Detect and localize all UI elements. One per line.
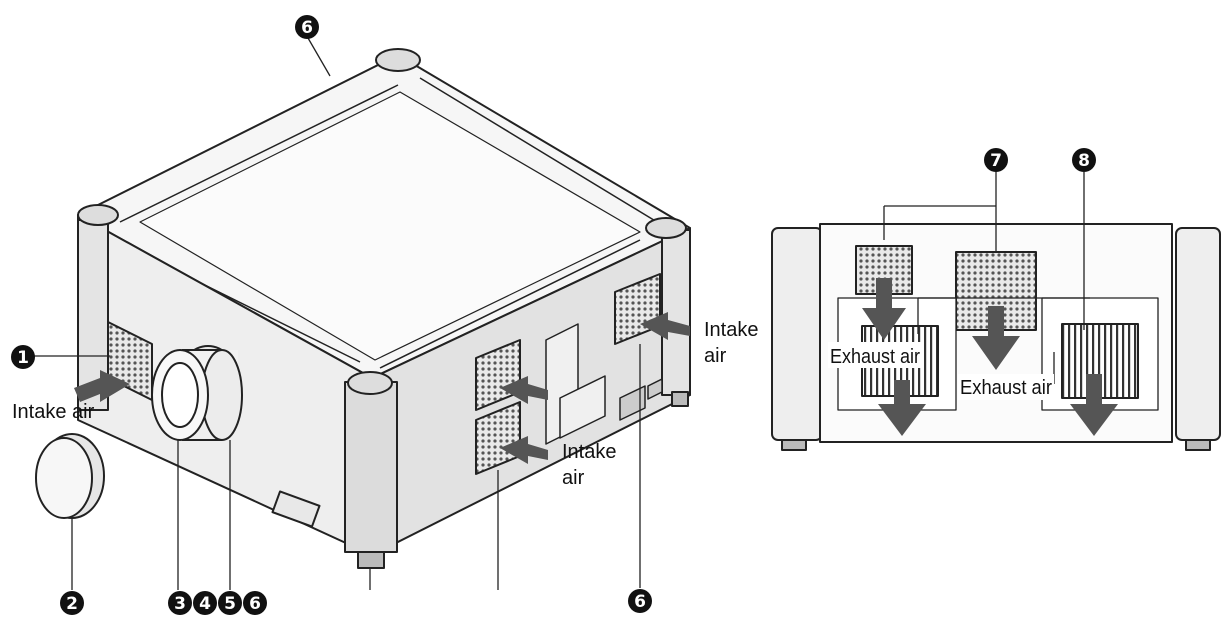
exhaust-arrow-center	[972, 306, 1020, 370]
svg-text:3: 3	[174, 594, 186, 614]
leader-lines-rear-view	[883, 170, 1090, 384]
label-intake-left: Intake air	[12, 401, 95, 423]
label-intake-right-line1: Intake	[704, 319, 758, 341]
svg-text:8: 8	[1078, 151, 1090, 171]
rear-foot-left	[781, 439, 807, 451]
exhaust-arrows-rear-view	[862, 278, 1118, 436]
intake-arrow-left	[74, 370, 130, 402]
svg-text:2: 2	[66, 594, 78, 614]
projector-isometric-view	[35, 48, 691, 569]
label-intake-mid-line2: air	[562, 467, 585, 489]
rear-side-handle-right	[1175, 227, 1221, 441]
callout-4: 4	[193, 591, 217, 615]
svg-text:7: 7	[990, 151, 1002, 171]
power-inlet	[619, 385, 646, 421]
callout-3: 3	[168, 591, 192, 615]
svg-text:6: 6	[249, 594, 261, 614]
svg-text:5: 5	[224, 594, 236, 614]
intake-arrow-right	[640, 312, 690, 340]
callout-1: 1	[11, 345, 35, 369]
callout-2: 2	[60, 591, 84, 615]
intake-arrows-left-view	[74, 312, 690, 464]
leader-lines-left-view	[30, 37, 641, 590]
rear-side-handle-left	[771, 227, 823, 441]
top-seam-back	[419, 77, 663, 226]
projector-rear-view	[771, 223, 1221, 451]
lens-cap-face	[35, 437, 93, 519]
exhaust-arrow-lower-right	[1070, 374, 1118, 436]
corner-cap-back	[375, 48, 421, 72]
corner-post-right	[661, 229, 691, 396]
top-seam-right	[379, 239, 641, 369]
foot-right	[671, 391, 689, 407]
label-exhaust-left: Exhaust air	[830, 346, 920, 368]
lens-glass	[161, 362, 199, 428]
corner-post-front	[344, 381, 398, 553]
label-intake-mid-line1: Intake	[562, 441, 616, 463]
power-switch	[647, 378, 663, 400]
corner-cap-left	[77, 204, 119, 226]
intake-arrow-mid-upper	[500, 376, 548, 404]
callout-6-bottom-lens: 6	[243, 591, 267, 615]
callout-7: 7	[984, 148, 1008, 172]
svg-text:6: 6	[301, 18, 313, 38]
svg-text:6: 6	[634, 592, 646, 612]
label-exhaust-right: Exhaust air	[960, 377, 1052, 399]
callout-5: 5	[218, 591, 242, 615]
callout-6-top: 6	[295, 15, 319, 39]
intake-arrow-mid-lower	[500, 436, 548, 464]
foot-front	[357, 551, 385, 569]
corner-cap-front	[347, 371, 393, 395]
connector-panel-2	[559, 375, 606, 439]
svg-text:4: 4	[199, 594, 211, 614]
svg-text:1: 1	[17, 348, 29, 368]
front-label-plate	[271, 490, 321, 528]
callout-8: 8	[1072, 148, 1096, 172]
exhaust-arrow-lower-left	[878, 380, 926, 436]
exhaust-label-bg-left	[828, 342, 922, 368]
top-inner-panel	[139, 91, 641, 361]
label-intake-right-line2: air	[704, 345, 727, 367]
exhaust-arrow-upper-left	[862, 278, 906, 340]
top-seam-front	[119, 84, 399, 223]
callout-6-bottom-right: 6	[628, 589, 652, 613]
rear-foot-right	[1185, 439, 1211, 451]
corner-cap-right	[645, 217, 687, 239]
exhaust-label-bg-right	[958, 374, 1054, 400]
